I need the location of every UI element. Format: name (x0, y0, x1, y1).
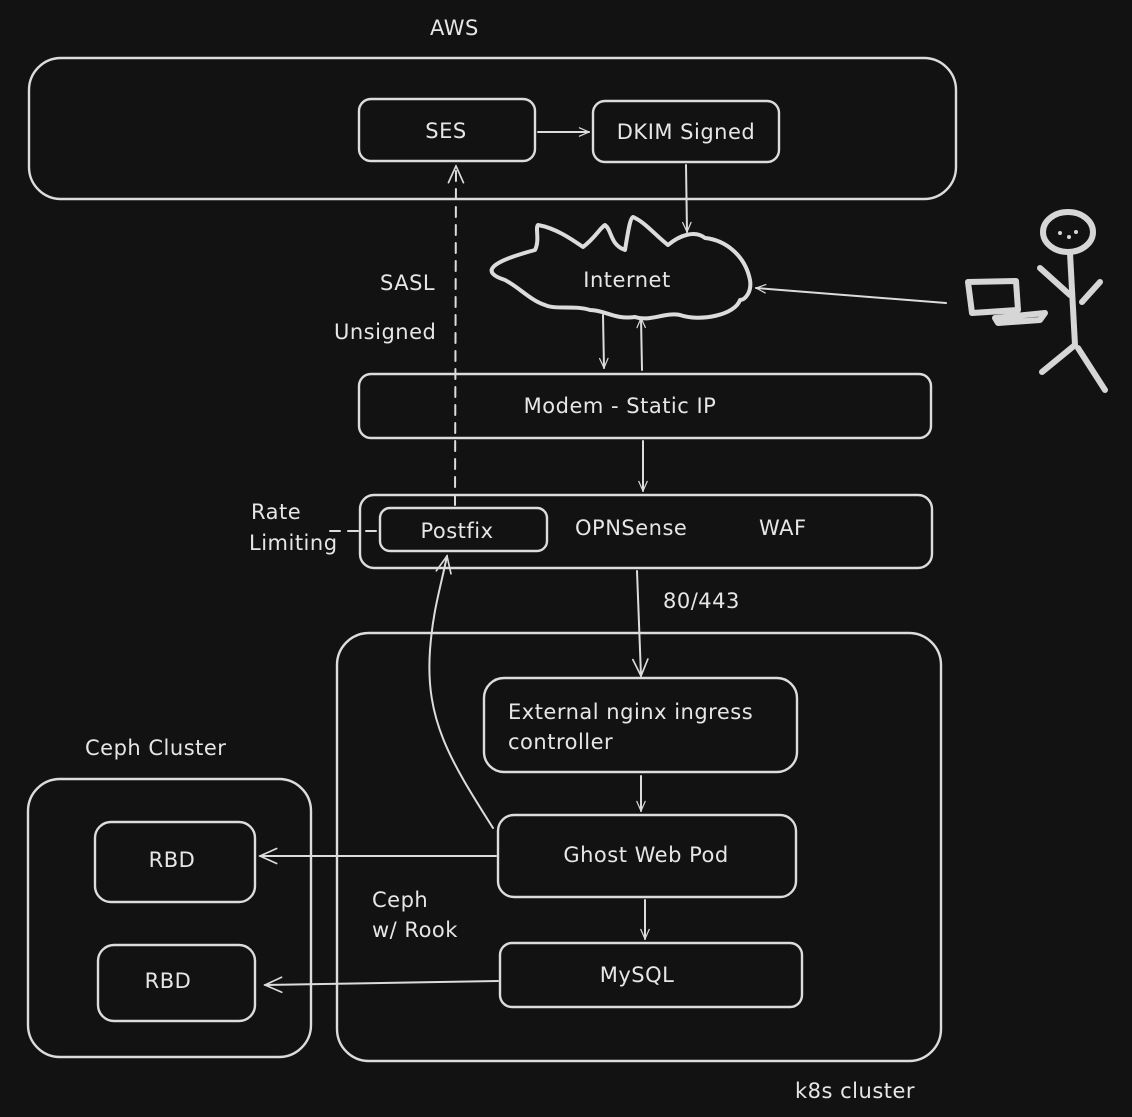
ceph-rook-annotation-line2: w/ Rook (372, 918, 458, 942)
opnsense-node[interactable] (358, 493, 934, 570)
user-body-icon (1037, 250, 1108, 393)
edge-mysql-to-rbd2 (265, 981, 499, 985)
opnsense-label: OPNSense (575, 516, 688, 540)
mysql-label: MySQL (599, 963, 675, 987)
ingress-label-line2: controller (508, 730, 614, 754)
edge-opnsense-to-ingress (637, 570, 641, 676)
k8s-cluster-label: k8s cluster (795, 1079, 916, 1103)
modem-label: Modem - Static IP (523, 394, 717, 418)
user-with-laptop-icon[interactable] (965, 209, 1108, 393)
sasl-annotation: SASL (380, 271, 436, 295)
aws-group-label: AWS (430, 16, 479, 40)
postfix-label: Postfix (420, 519, 494, 543)
unsigned-annotation: Unsigned (334, 320, 437, 344)
internet-label: Internet (583, 268, 671, 292)
dkim-signed-node[interactable] (591, 99, 781, 164)
edge-ghost-to-postfix (428, 556, 494, 829)
rbd-node-1[interactable] (93, 820, 257, 904)
ghost-web-pod-label: Ghost Web Pod (563, 843, 729, 867)
internet-cloud-icon[interactable] (489, 215, 753, 321)
edge-dkim-to-internet (686, 164, 687, 232)
ses-label: SES (425, 119, 467, 143)
ses-node[interactable] (357, 97, 537, 163)
user-head-icon (1040, 209, 1096, 255)
waf-label: WAF (759, 516, 807, 540)
ceph-cluster-label: Ceph Cluster (85, 736, 227, 760)
edge-modem-to-internet (641, 318, 642, 371)
laptop-icon (965, 278, 1048, 326)
modem-node[interactable] (357, 372, 933, 440)
mysql-node[interactable] (498, 941, 804, 1009)
rbd-label-2: RBD (144, 969, 192, 993)
rate-limiting-annotation-line2: Limiting (249, 531, 338, 555)
ceph-rook-annotation-line1: Ceph (372, 888, 429, 912)
rbd-node-2[interactable] (96, 943, 257, 1023)
edge-postfix-to-ses-dashed (455, 166, 456, 506)
rbd-label-1: RBD (148, 848, 196, 872)
rate-limiting-annotation-line1: Rate (251, 500, 302, 524)
aws-group-box[interactable] (27, 56, 958, 201)
edge-user-to-internet (756, 288, 947, 304)
ghost-web-pod-node[interactable] (496, 813, 798, 899)
ingress-label-line1: External nginx ingress (508, 700, 754, 724)
ceph-cluster-box[interactable] (26, 777, 313, 1059)
postfix-node[interactable] (378, 506, 549, 553)
edge-internet-to-modem (603, 314, 604, 368)
dkim-signed-label: DKIM Signed (616, 120, 756, 144)
ports-annotation: 80/443 (663, 589, 740, 613)
